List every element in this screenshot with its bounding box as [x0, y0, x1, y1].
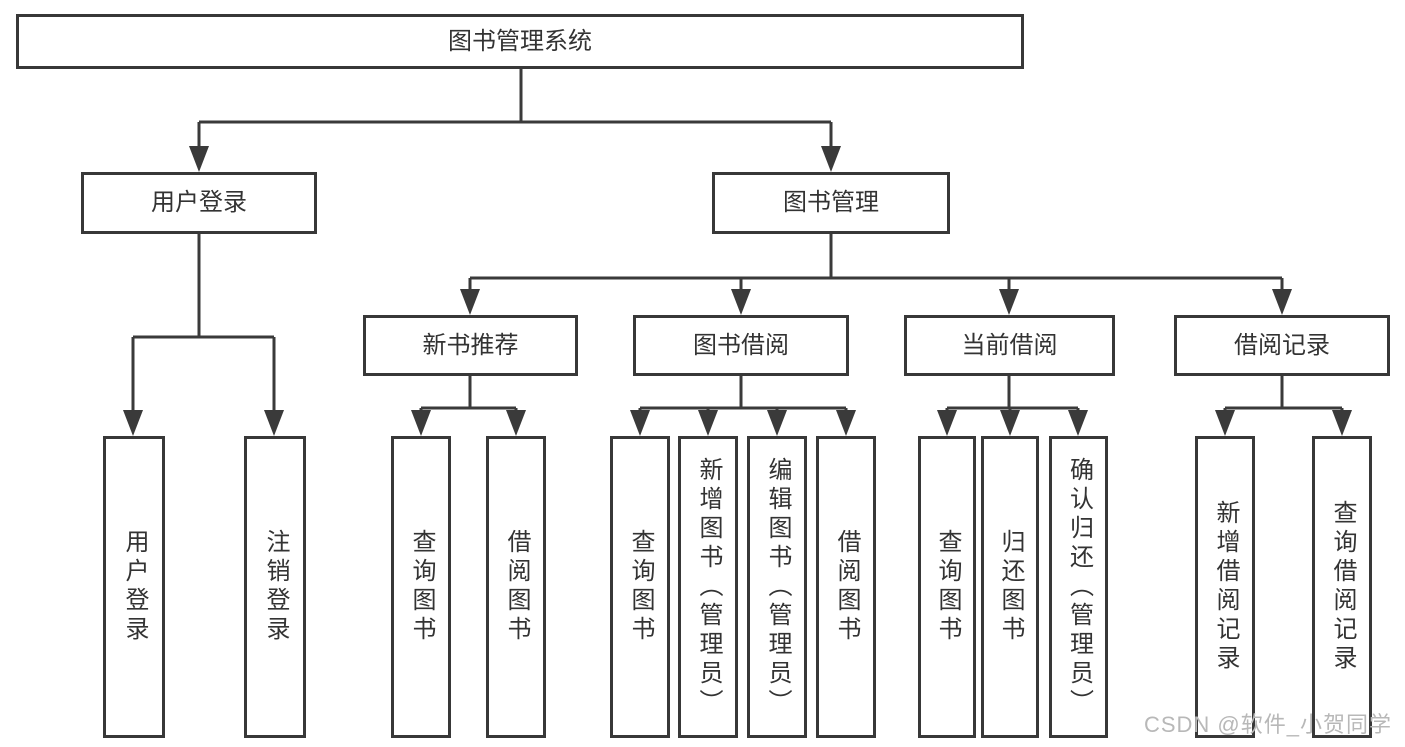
- leaf-edit-books-admin: 编辑图书（管理员）: [747, 436, 807, 738]
- leaf-add-borrow-record: 新增借阅记录: [1195, 436, 1255, 738]
- watermark: CSDN @软件_小贺同学: [1143, 712, 1392, 737]
- node-book-management: 图书管理: [712, 172, 950, 234]
- leaf-confirm-return-admin: 确认归还（管理员）: [1049, 436, 1108, 738]
- node-current-borrowing: 当前借阅: [904, 315, 1115, 376]
- node-user-login: 用户登录: [81, 172, 317, 234]
- leaf-query-books-current: 查询图书: [918, 436, 976, 738]
- leaf-borrow-books-recommend: 借阅图书: [486, 436, 546, 738]
- leaf-query-books-borrowing: 查询图书: [610, 436, 670, 738]
- leaf-query-borrow-record: 查询借阅记录: [1312, 436, 1372, 738]
- leaf-add-books-admin: 新增图书（管理员）: [678, 436, 738, 738]
- leaf-user-login: 用户登录: [103, 436, 165, 738]
- leaf-logout: 注销登录: [244, 436, 306, 738]
- node-borrowing-records: 借阅记录: [1174, 315, 1390, 376]
- node-new-book-recommend: 新书推荐: [363, 315, 578, 376]
- leaf-borrow-books: 借阅图书: [816, 436, 876, 738]
- arrowhead-icons: [123, 146, 1352, 436]
- leaf-return-books: 归还图书: [981, 436, 1039, 738]
- leaf-query-books-recommend: 查询图书: [391, 436, 451, 738]
- node-library-system: 图书管理系统: [16, 14, 1024, 69]
- node-book-borrowing: 图书借阅: [633, 315, 849, 376]
